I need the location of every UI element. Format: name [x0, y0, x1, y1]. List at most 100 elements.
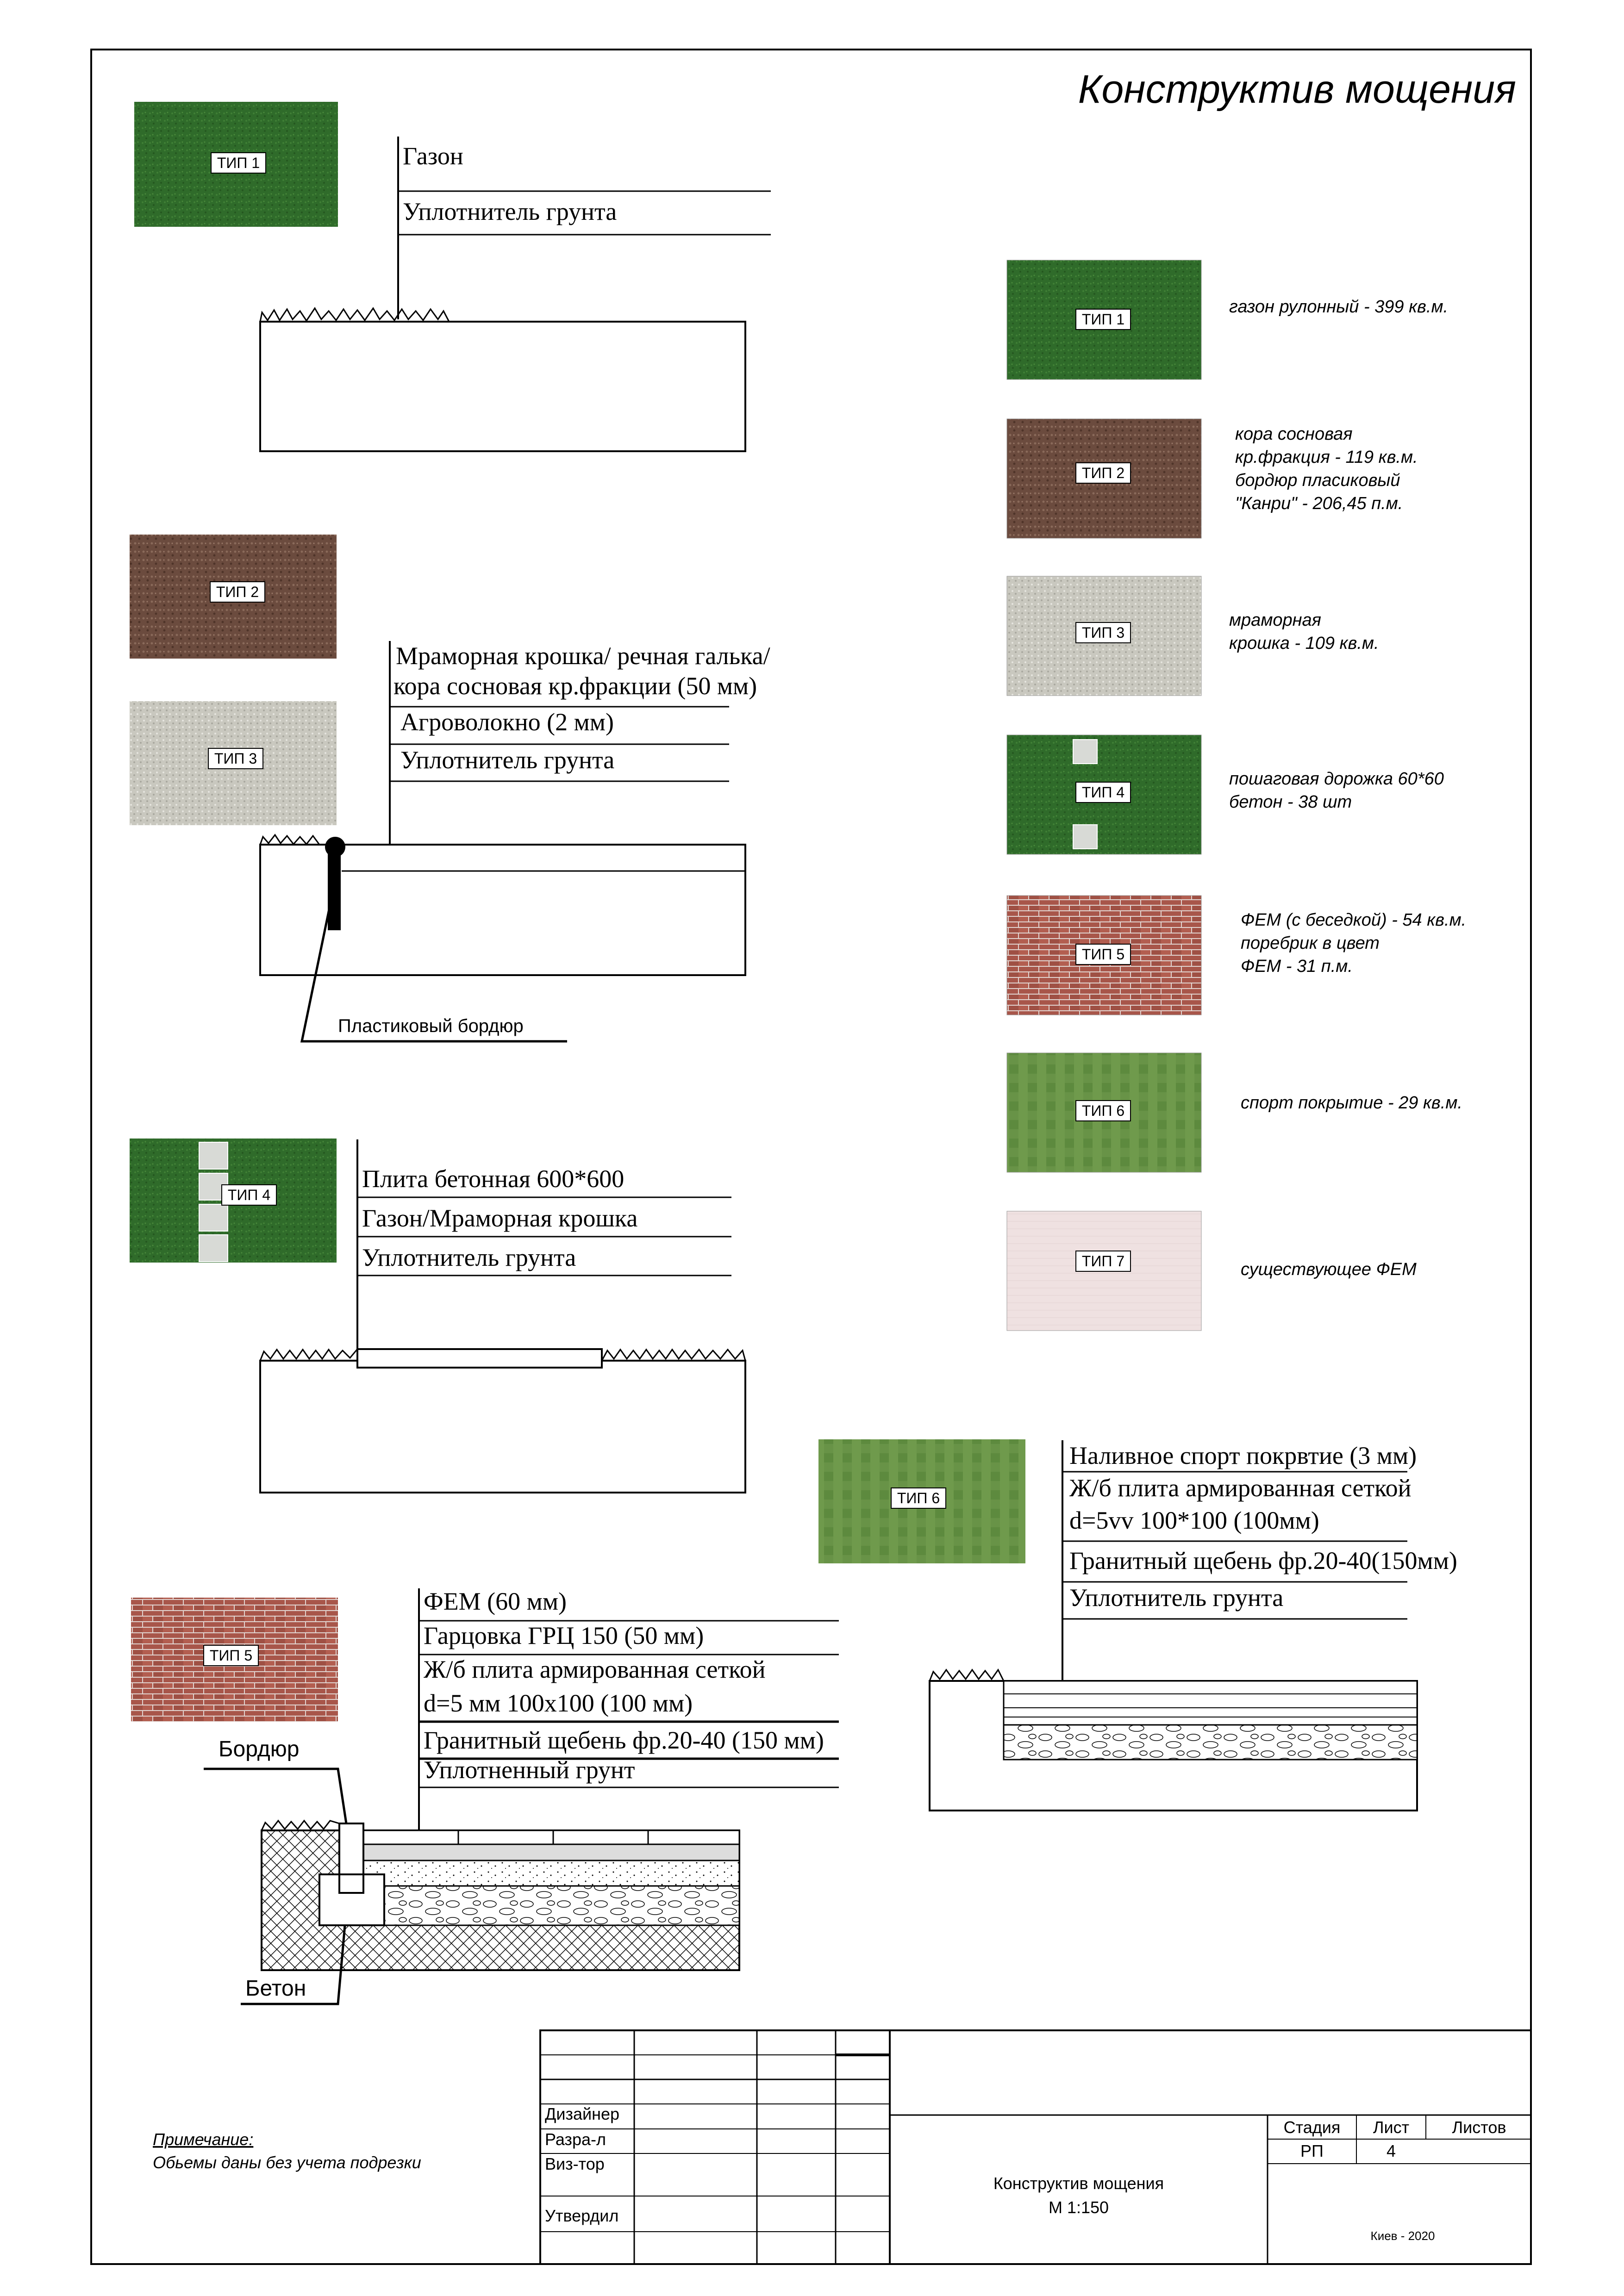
stamp-role: Разра-л	[545, 2130, 606, 2149]
layer-label: Ж/б плита армированная сеткой	[424, 1655, 766, 1683]
layer-label: Газон/Мраморная крошка	[362, 1204, 637, 1232]
stamp-city-year: Киев - 2020	[1371, 2229, 1435, 2243]
stamp-role: Виз-тор	[545, 2154, 605, 2173]
section-code: ТИП 3	[214, 750, 257, 767]
stamp-stage-label: Стадия	[1284, 2118, 1341, 2137]
layer-label: Уплотненный грунт	[424, 1756, 635, 1784]
layer-label: Агроволокно (2 мм)	[400, 708, 614, 736]
legend-code: ТИП 5	[1082, 946, 1124, 963]
layer-label: Ж/б плита армированная сеткой	[1069, 1474, 1412, 1502]
layer-label: Уплотнитель грунта	[362, 1244, 576, 1271]
swatch-grass	[1006, 260, 1202, 380]
stamp-sheets-label: Листов	[1452, 2118, 1506, 2137]
title-block: Дизайнер Разра-л Виз-тор Утвердил Стадия…	[539, 2029, 1532, 2265]
grass-edge	[601, 1348, 746, 1361]
concrete-slab-layer	[362, 1860, 740, 1887]
plastic-border	[328, 847, 341, 930]
layer-label: d=5vv 100*100 (100мм)	[1069, 1506, 1319, 1534]
stamp-sheet: 4	[1387, 2141, 1396, 2160]
grass-edge	[261, 1819, 340, 1831]
layer-label: d=5 мм 100х100 (100 мм)	[424, 1689, 693, 1717]
stamp-scale: М 1:150	[1049, 2198, 1109, 2217]
soil-block	[259, 1360, 746, 1493]
legend-desc: крошка - 109 кв.м.	[1229, 634, 1379, 653]
legend-code: ТИП 1	[1082, 311, 1124, 328]
dry-mix-layer	[362, 1843, 740, 1861]
section-type4: ТИП 4 Плита бетонная 600*600 Газон/Мрамо…	[130, 1139, 746, 1493]
gravel-layer	[362, 1885, 740, 1926]
layer-label: Плита бетонная 600*600	[362, 1165, 624, 1193]
legend-code: ТИП 7	[1082, 1253, 1124, 1269]
stamp-sheet-label: Лист	[1373, 2118, 1409, 2137]
stamp-role: Дизайнер	[545, 2104, 619, 2123]
stamp-stage: РП	[1300, 2141, 1324, 2160]
legend-item-type5: ТИП 5 ФЕМ (с беседкой) - 54 кв.м. поребр…	[1006, 895, 1466, 1015]
grass-edge	[929, 1668, 1005, 1681]
layer-label: Газон	[403, 142, 463, 170]
legend-item-type2: ТИП 2 кора сосновая кр.фракция - 119 кв.…	[1006, 418, 1418, 539]
legend-desc: кора сосновая	[1235, 424, 1353, 444]
layer-label: Мраморная крошка/ речная галька/	[396, 642, 770, 670]
section-code: ТИП 1	[217, 155, 260, 171]
legend-desc: бетон - 38 шт	[1229, 792, 1352, 812]
layer-label: Наливное спорт покрвтие (3 мм)	[1069, 1442, 1417, 1469]
section-code: ТИП 4	[228, 1187, 270, 1203]
legend-code: ТИП 4	[1082, 784, 1124, 801]
legend-desc: ФЕМ - 31 п.м.	[1241, 957, 1353, 976]
legend-desc: газон рулонный - 399 кв.м.	[1229, 297, 1448, 317]
note-text: Обьемы даны без учета подрезки	[153, 2153, 421, 2172]
section-code: ТИП 5	[210, 1647, 252, 1664]
section-type5: ТИП 5 ФЕМ (60 мм) Гарцовка ГРЦ 150 (50 м…	[131, 1587, 839, 2005]
layer-label: кора сосновая кр.фракции (50 мм)	[394, 672, 757, 700]
section-type1: ТИП 1 Газон Уплотнитель грунта	[134, 102, 771, 452]
callout-label: Бордюр	[219, 1737, 300, 1761]
legend-item-type3: ТИП 3 мраморная крошка - 109 кв.м.	[1006, 576, 1379, 696]
layer-label: ФЕМ (60 мм)	[424, 1587, 567, 1615]
layer-label: Уплотнитель грунта	[403, 198, 617, 225]
callout-label: Бетон	[245, 1976, 306, 2001]
legend-desc: существующее ФЕМ	[1241, 1260, 1417, 1279]
legend-code: ТИП 3	[1082, 624, 1124, 641]
legend-code: ТИП 6	[1082, 1102, 1124, 1119]
section-type6: ТИП 6 Наливное спорт покрвтие (3 мм) Ж/б…	[818, 1439, 1457, 1811]
legend-item-type1: ТИП 1 газон рулонный - 399 кв.м.	[1006, 260, 1448, 380]
legend-desc: бордюр пласиковый	[1235, 471, 1400, 490]
layer-label: Уплотнитель грунта	[1069, 1584, 1283, 1612]
legend-item-type4: ТИП 4 пошаговая дорожка 60*60 бетон - 38…	[1006, 734, 1444, 855]
note-heading: Примечание:	[153, 2130, 253, 2149]
fem-pavers	[362, 1829, 740, 1845]
grass-edge	[259, 834, 320, 846]
legend-desc: мраморная	[1229, 610, 1321, 630]
legend-desc: пошаговая дорожка 60*60	[1229, 769, 1444, 789]
legend-desc: спорт покрытие - 29 кв.м.	[1241, 1093, 1462, 1113]
section-code: ТИП 2	[216, 584, 259, 600]
legend-desc: поребрик в цвет	[1241, 933, 1380, 953]
layer-label: Гранитный щебень фр.20-40 (150 мм)	[424, 1726, 824, 1754]
legend-item-type7: ТИП 7 существующее ФЕМ	[1006, 1211, 1417, 1331]
soil-block	[259, 321, 746, 452]
stamp-doc-title: Конструктив мощения	[993, 2174, 1164, 2193]
concrete-layer	[1003, 1680, 1418, 1726]
legend-desc: ФЕМ (с беседкой) - 54 кв.м.	[1241, 910, 1466, 930]
layer-label: Гарцовка ГРЦ 150 (50 мм)	[424, 1622, 704, 1649]
soil-block	[259, 844, 746, 976]
callout-label: Пластиковый бордюр	[338, 1016, 524, 1036]
grass-edge	[259, 1348, 358, 1361]
legend-desc: кр.фракция - 119 кв.м.	[1235, 448, 1418, 467]
legend-desc: "Канри" - 206,45 п.м.	[1235, 494, 1403, 513]
page-title: Конструктив мощения	[1078, 67, 1516, 112]
legend: ТИП 1 газон рулонный - 399 кв.м. ТИП 2 к…	[1006, 260, 1466, 1331]
stamp-role: Утвердил	[545, 2206, 618, 2225]
note: Примечание: Обьемы даны без учета подрез…	[153, 2130, 421, 2172]
legend-item-type6: ТИП 6 спорт покрытие - 29 кв.м.	[1006, 1052, 1462, 1173]
legend-code: ТИП 2	[1082, 465, 1124, 481]
grass-edge	[259, 307, 450, 322]
gravel-layer	[1003, 1724, 1418, 1761]
concrete-footing	[319, 1873, 385, 1926]
layer-label: Гранитный щебень фр.20-40(150мм)	[1069, 1547, 1457, 1574]
concrete-slab	[356, 1348, 603, 1369]
section-code: ТИП 6	[897, 1490, 940, 1506]
section-type2-3: ТИП 2 ТИП 3 Мраморная крошка/ речная гал…	[130, 535, 770, 1043]
layer-label: Уплотнитель грунта	[400, 746, 614, 774]
